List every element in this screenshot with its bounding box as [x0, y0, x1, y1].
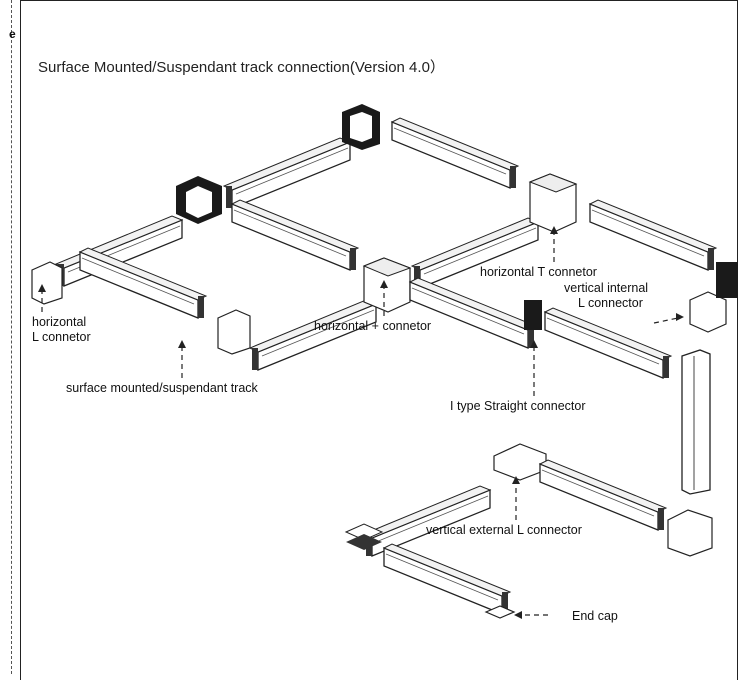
- label-end-cap: End cap: [572, 609, 618, 623]
- edge-dark-piece: [716, 262, 738, 298]
- track-bottom: [383, 543, 511, 615]
- plus-connector-part: [362, 257, 412, 313]
- track-row2-right2: [589, 199, 717, 271]
- t-connector-part: [528, 173, 578, 233]
- lower-left-cap: [344, 523, 384, 550]
- label-i-type: I type Straight connector: [450, 399, 586, 413]
- i-connector-dark: [524, 300, 542, 330]
- label-vertical-internal-2: L connector: [578, 296, 643, 310]
- track-i-type-right: [544, 307, 672, 379]
- label-horizontal-l-1: horizontal: [32, 315, 87, 329]
- leader-lines: [41, 232, 679, 616]
- label-vertical-external: vertical external L connector: [426, 523, 582, 537]
- edge-glyph: e: [9, 27, 16, 41]
- corner-top-dark: [342, 104, 380, 150]
- label-horizontal-l-2: L connetor: [32, 330, 91, 344]
- track-lower-right: [539, 459, 667, 531]
- label-horizontal-plus: horizontal + connetor: [314, 319, 432, 333]
- end-box-right: [667, 509, 713, 557]
- track-lower-left: [363, 485, 491, 557]
- l-connector-part: [31, 261, 63, 305]
- label-horizontal-t: horizontal T connetor: [480, 265, 597, 279]
- track-row3-left: [79, 247, 207, 319]
- leader-arrows: [38, 226, 684, 619]
- track-top-right: [391, 117, 519, 189]
- label-vertical-internal-1: vertical internal: [564, 281, 649, 295]
- figure-title: Surface Mounted/Suspendant track connect…: [38, 59, 445, 76]
- track-row3-right: [409, 277, 537, 349]
- vertical-track: [681, 349, 711, 495]
- left-dashed-margin: [11, 0, 12, 674]
- corner-row3-small: [217, 309, 251, 355]
- track-row2-mid: [231, 199, 359, 271]
- track-row3-mid: [249, 299, 377, 371]
- figure-frame: [20, 0, 738, 680]
- vertical-external-l-part: [493, 443, 547, 481]
- corner-row2-dark: [176, 176, 222, 224]
- track-top-left: [223, 137, 351, 209]
- vertical-internal-l-part: [689, 291, 727, 333]
- end-cap-part: [484, 605, 516, 619]
- label-surface-track: surface mounted/suspendant track: [66, 381, 258, 395]
